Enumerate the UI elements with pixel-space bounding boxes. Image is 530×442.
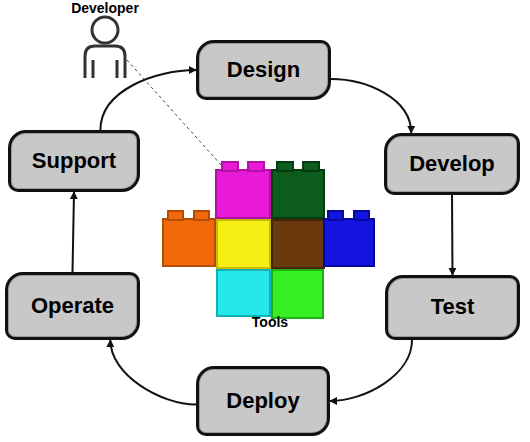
stage-label: Support [32, 149, 116, 173]
process-box: Support [8, 130, 140, 192]
role-label: Developer [55, 0, 155, 16]
stage-label: Operate [31, 294, 114, 318]
developer-icon [85, 17, 125, 78]
stage-label: Test [431, 295, 475, 319]
process-box: Deploy [196, 366, 330, 436]
process-box: Develop [384, 133, 520, 195]
group-label: Tools [220, 314, 320, 330]
stage-label: Deploy [226, 389, 299, 413]
process-box: Test [385, 275, 520, 340]
flow-arrow [331, 79, 411, 133]
lego-blocks [163, 162, 374, 318]
process-box: Design [196, 40, 331, 100]
flow-arrow [451, 195, 454, 275]
stage-label: Design [227, 58, 300, 82]
flow-arrow [110, 340, 196, 405]
flow-arrow [73, 192, 75, 272]
flow-arrow [330, 340, 412, 401]
flow-arrow [100, 70, 196, 130]
stage-label: Develop [409, 152, 495, 176]
process-box: Operate [5, 272, 140, 340]
